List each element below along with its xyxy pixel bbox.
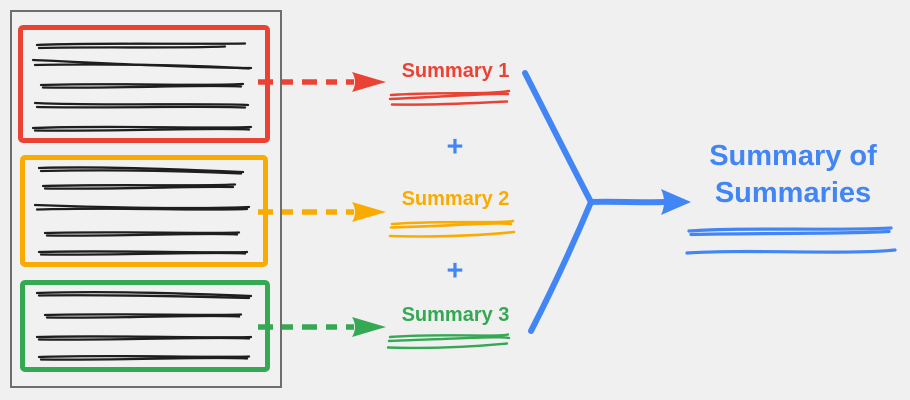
- summary-2-label: Summary 2: [401, 188, 510, 210]
- arrowhead-icon: [352, 202, 386, 222]
- document-chunk-green: [20, 280, 270, 372]
- summary-3-scribble: [386, 333, 511, 350]
- text-scribble-lines: [35, 290, 253, 361]
- document-chunk-yellow: [20, 155, 268, 267]
- merge-connector: [522, 70, 691, 334]
- dashed-arrow-green: [258, 317, 386, 337]
- summary-2-scribble: [388, 219, 516, 238]
- text-scribble-lines: [33, 166, 251, 256]
- plus-sign: +: [446, 255, 464, 287]
- summary-3-label: Summary 3: [401, 304, 510, 326]
- arrowhead-icon: [352, 72, 386, 92]
- arrowhead-icon: [352, 317, 386, 337]
- document-frame: [10, 10, 282, 388]
- text-scribble-lines: [31, 42, 253, 132]
- merge-arrow-icon: [661, 189, 691, 215]
- result-scribble: [685, 226, 897, 255]
- summary-1-scribble: [388, 89, 511, 106]
- summary-1-label: Summary 1: [401, 60, 510, 82]
- dashed-arrow-red: [258, 72, 386, 92]
- document-chunk-red: [18, 25, 270, 143]
- plus-sign: +: [446, 131, 464, 163]
- result-label: Summary of Summaries: [709, 140, 877, 209]
- dashed-arrow-yellow: [258, 202, 386, 222]
